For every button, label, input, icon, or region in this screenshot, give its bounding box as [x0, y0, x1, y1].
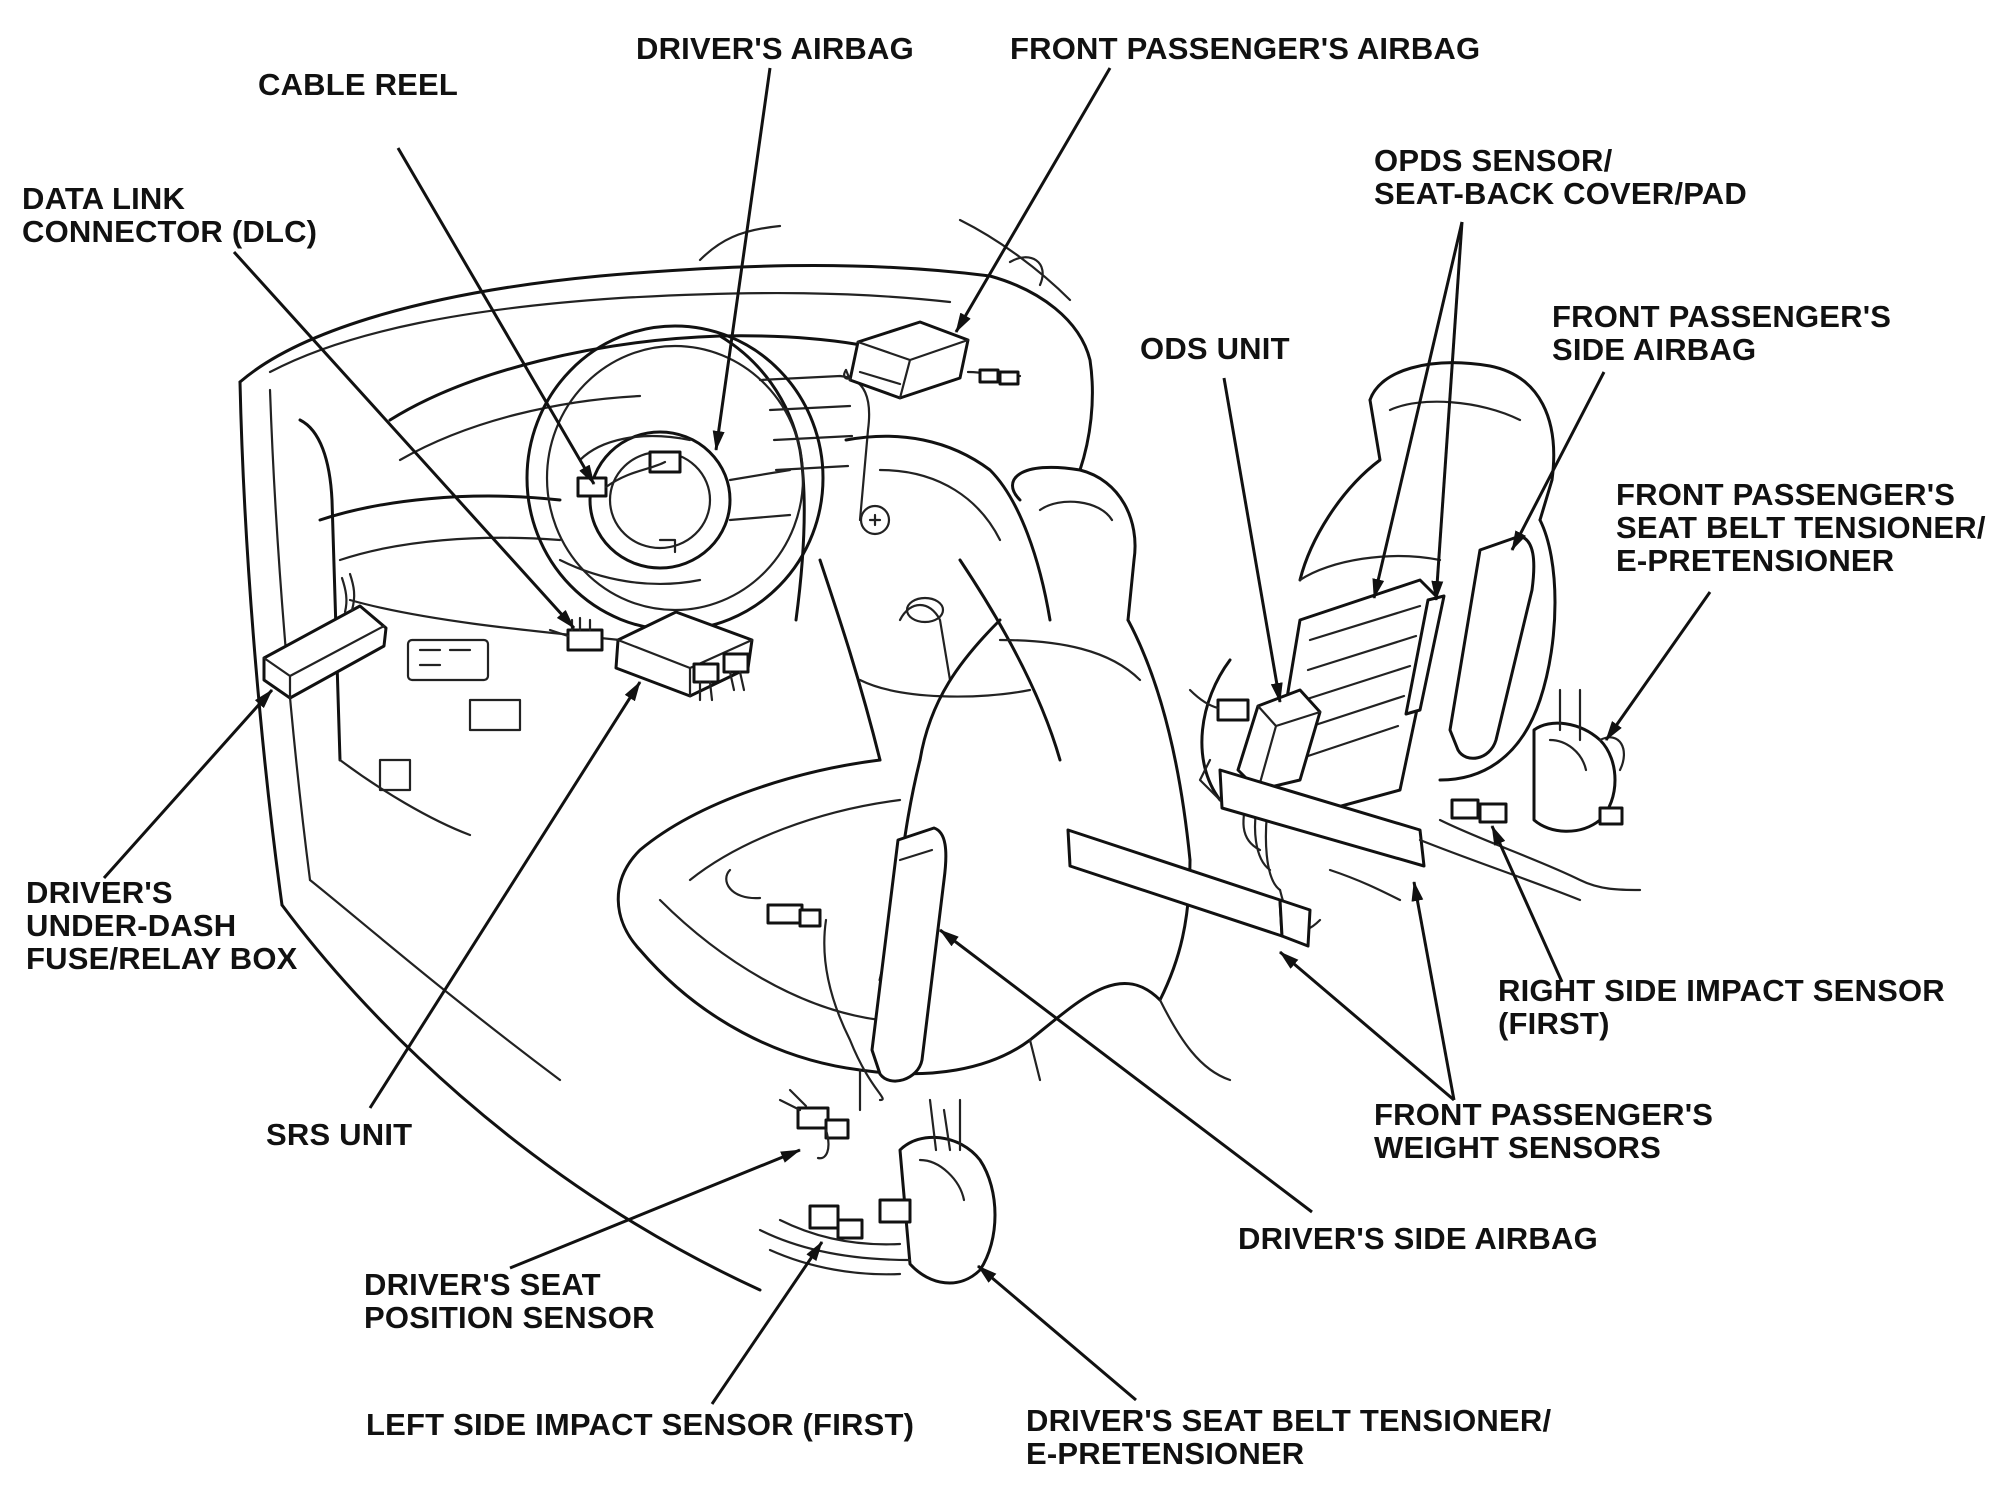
steering-wheel	[525, 324, 825, 632]
srs-unit	[614, 610, 754, 702]
label-line: E-PRETENSIONER	[1026, 1436, 1305, 1471]
label-ods-unit: ODS UNIT	[1140, 332, 1290, 365]
label-line: SRS UNIT	[266, 1117, 413, 1152]
label-cable-reel: CABLE REEL	[258, 68, 458, 101]
label-line: OPDS SENSOR/	[1374, 143, 1613, 178]
driver-belt-tensioner-area	[758, 1088, 997, 1285]
label-line: FRONT PASSENGER'S AIRBAG	[1010, 31, 1481, 66]
label-drivers-seat-position-sensor: DRIVER'S SEAT POSITION SENSOR	[364, 1268, 655, 1334]
label-line: SIDE AIRBAG	[1552, 332, 1757, 367]
label-line: SEAT-BACK COVER/PAD	[1374, 176, 1747, 211]
label-right-side-impact-sensor: RIGHT SIDE IMPACT SENSOR (FIRST)	[1498, 974, 1945, 1040]
front-passenger-seat	[1066, 361, 1557, 948]
label-line: DRIVER'S SEAT BELT TENSIONER/	[1026, 1403, 1552, 1438]
label-srs-unit: SRS UNIT	[266, 1118, 412, 1151]
label-line: E-PRETENSIONER	[1616, 543, 1895, 578]
label-line: (FIRST)	[1498, 1006, 1610, 1041]
label-line: RIGHT SIDE IMPACT SENSOR	[1498, 973, 1945, 1008]
label-line: FUSE/RELAY BOX	[26, 941, 298, 976]
leader-lines	[102, 67, 1712, 1405]
label-drivers-under-dash-fuse-box: DRIVER'S UNDER-DASH FUSE/RELAY BOX	[26, 876, 298, 975]
label-line: DATA LINK	[22, 181, 186, 216]
front-passenger-airbag-module	[843, 320, 1022, 400]
label-front-passengers-seat-belt-tensioner: FRONT PASSENGER'S SEAT BELT TENSIONER/ E…	[1616, 478, 1986, 577]
label-line: POSITION SENSOR	[364, 1300, 655, 1335]
label-front-passengers-airbag: FRONT PASSENGER'S AIRBAG	[1010, 32, 1480, 65]
label-line: SEAT BELT TENSIONER/	[1616, 510, 1986, 545]
passenger-belt-tensioner-area	[1418, 688, 1642, 902]
label-line: DRIVER'S	[26, 875, 173, 910]
under-dash-fuse-box	[262, 572, 388, 700]
label-drivers-seat-belt-tensioner: DRIVER'S SEAT BELT TENSIONER/ E-PRETENSI…	[1026, 1404, 1551, 1470]
label-front-passengers-weight-sensors: FRONT PASSENGER'S WEIGHT SENSORS	[1374, 1098, 1713, 1164]
label-line: DRIVER'S AIRBAG	[636, 31, 914, 66]
label-drivers-airbag: DRIVER'S AIRBAG	[636, 32, 914, 65]
label-line: FRONT PASSENGER'S	[1552, 299, 1892, 334]
label-front-passengers-side-airbag: FRONT PASSENGER'S SIDE AIRBAG	[1552, 300, 1891, 366]
label-line: CABLE REEL	[258, 67, 459, 102]
label-line: WEIGHT SENSORS	[1374, 1130, 1661, 1165]
label-line: LEFT SIDE IMPACT SENSOR (FIRST)	[366, 1407, 915, 1442]
label-line: DRIVER'S SEAT	[364, 1267, 601, 1302]
label-drivers-side-airbag: DRIVER'S SIDE AIRBAG	[1238, 1222, 1598, 1255]
driver-seat	[616, 465, 1232, 1112]
label-opds-sensor: OPDS SENSOR/ SEAT-BACK COVER/PAD	[1374, 144, 1747, 210]
label-line: CONNECTOR (DLC)	[22, 214, 318, 249]
label-line: FRONT PASSENGER'S	[1374, 1097, 1714, 1132]
label-left-side-impact-sensor: LEFT SIDE IMPACT SENSOR (FIRST)	[366, 1408, 914, 1441]
dlc-connector	[548, 616, 604, 652]
label-line: DRIVER'S SIDE AIRBAG	[1238, 1221, 1598, 1256]
label-line: UNDER-DASH	[26, 908, 237, 943]
label-data-link-connector: DATA LINK CONNECTOR (DLC)	[22, 182, 317, 248]
label-line: ODS UNIT	[1140, 331, 1290, 366]
vehicle-body	[238, 218, 1094, 1292]
label-line: FRONT PASSENGER'S	[1616, 477, 1956, 512]
